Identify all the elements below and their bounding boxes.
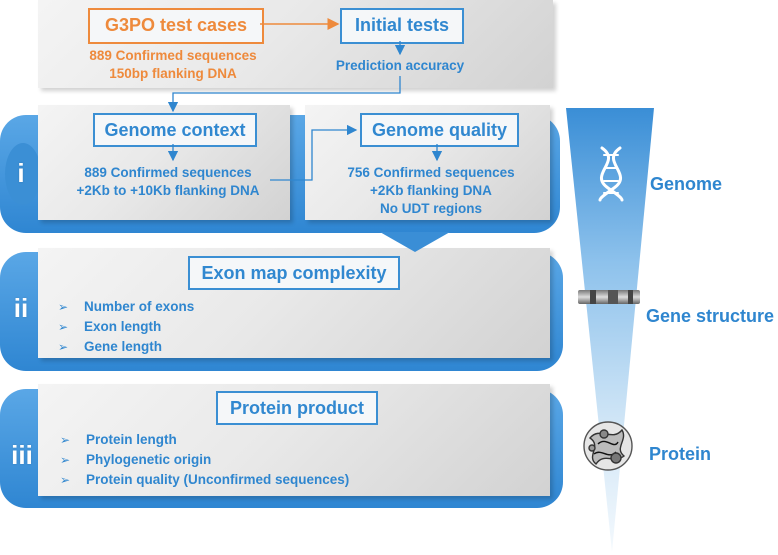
genome-context-line-2: +2Kb to +10Kb flanking DNA [76,183,260,198]
genome-quality-line-2: +2Kb flanking DNA [370,183,492,198]
protein-list-item-1: ➢Protein length [60,432,177,447]
genome-quality-line-3: No UDT regions [379,201,482,216]
protein-list-item-2: ➢Phylogenetic origin [60,452,212,467]
section-iii-numeral: iii [11,440,33,470]
test-cases-line-1: 889 Confirmed sequences [89,48,257,63]
test-cases-box: G3PO test cases [88,8,264,44]
genome-to-protein-funnel [566,108,654,552]
protein-label: Protein [649,444,712,464]
section-i-numeral-ring [5,143,41,205]
protein-product-box: Protein product [216,391,378,425]
initial-tests-box: Initial tests [340,8,464,44]
protein-structure-icon [583,421,633,471]
arrow-context-to-quality [270,124,358,181]
gene-structure-label: Gene structure [646,306,775,326]
section-i-chevron [380,232,450,252]
gene-bar-icon [578,290,640,304]
exon-list-item-2: ➢Exon length [58,319,162,334]
prediction-accuracy-text: Prediction accuracy [335,58,465,73]
dna-icon [598,146,624,202]
test-cases-line-2: 150bp flanking DNA [109,66,237,81]
section-i-numeral: i [17,158,25,188]
exon-list-item-1: ➢Number of exons [58,299,195,314]
exon-list-item-3: ➢Gene length [58,339,163,354]
protein-list-item-3: ➢Protein quality (Unconfirmed sequences) [60,472,350,487]
genome-context-line-1: 889 Confirmed sequences [84,165,252,180]
genome-quality-box: Genome quality [360,113,519,147]
genome-quality-line-1: 756 Confirmed sequences [347,165,515,180]
section-ii-numeral: ii [13,293,29,323]
genome-label: Genome [650,174,723,194]
arrow-accuracy-to-genome-context [167,76,401,113]
exon-map-box: Exon map complexity [188,256,400,290]
genome-context-box: Genome context [93,113,257,147]
